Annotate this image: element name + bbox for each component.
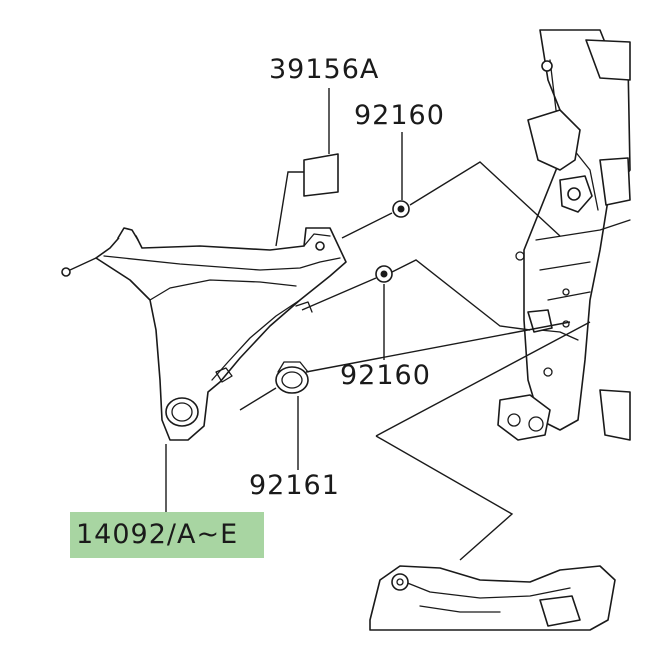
lower-frame-assembly <box>369 565 616 631</box>
frame-assembly <box>497 29 631 441</box>
nut-lower-part <box>301 259 531 360</box>
label-sticker[interactable]: 39156A <box>269 54 380 85</box>
side-cowl-part <box>61 227 347 441</box>
label-cowl[interactable]: 14092/A~E <box>76 519 239 550</box>
nut-upper-part <box>341 132 561 239</box>
reference-lines <box>375 321 591 561</box>
sticker-part <box>275 88 339 247</box>
label-nut-upper[interactable]: 92160 <box>354 100 445 131</box>
grommet-part <box>239 321 571 470</box>
part-number-highlight <box>70 512 264 558</box>
label-grommet[interactable]: 92161 <box>249 470 340 501</box>
label-nut-lower[interactable]: 92160 <box>340 360 431 391</box>
